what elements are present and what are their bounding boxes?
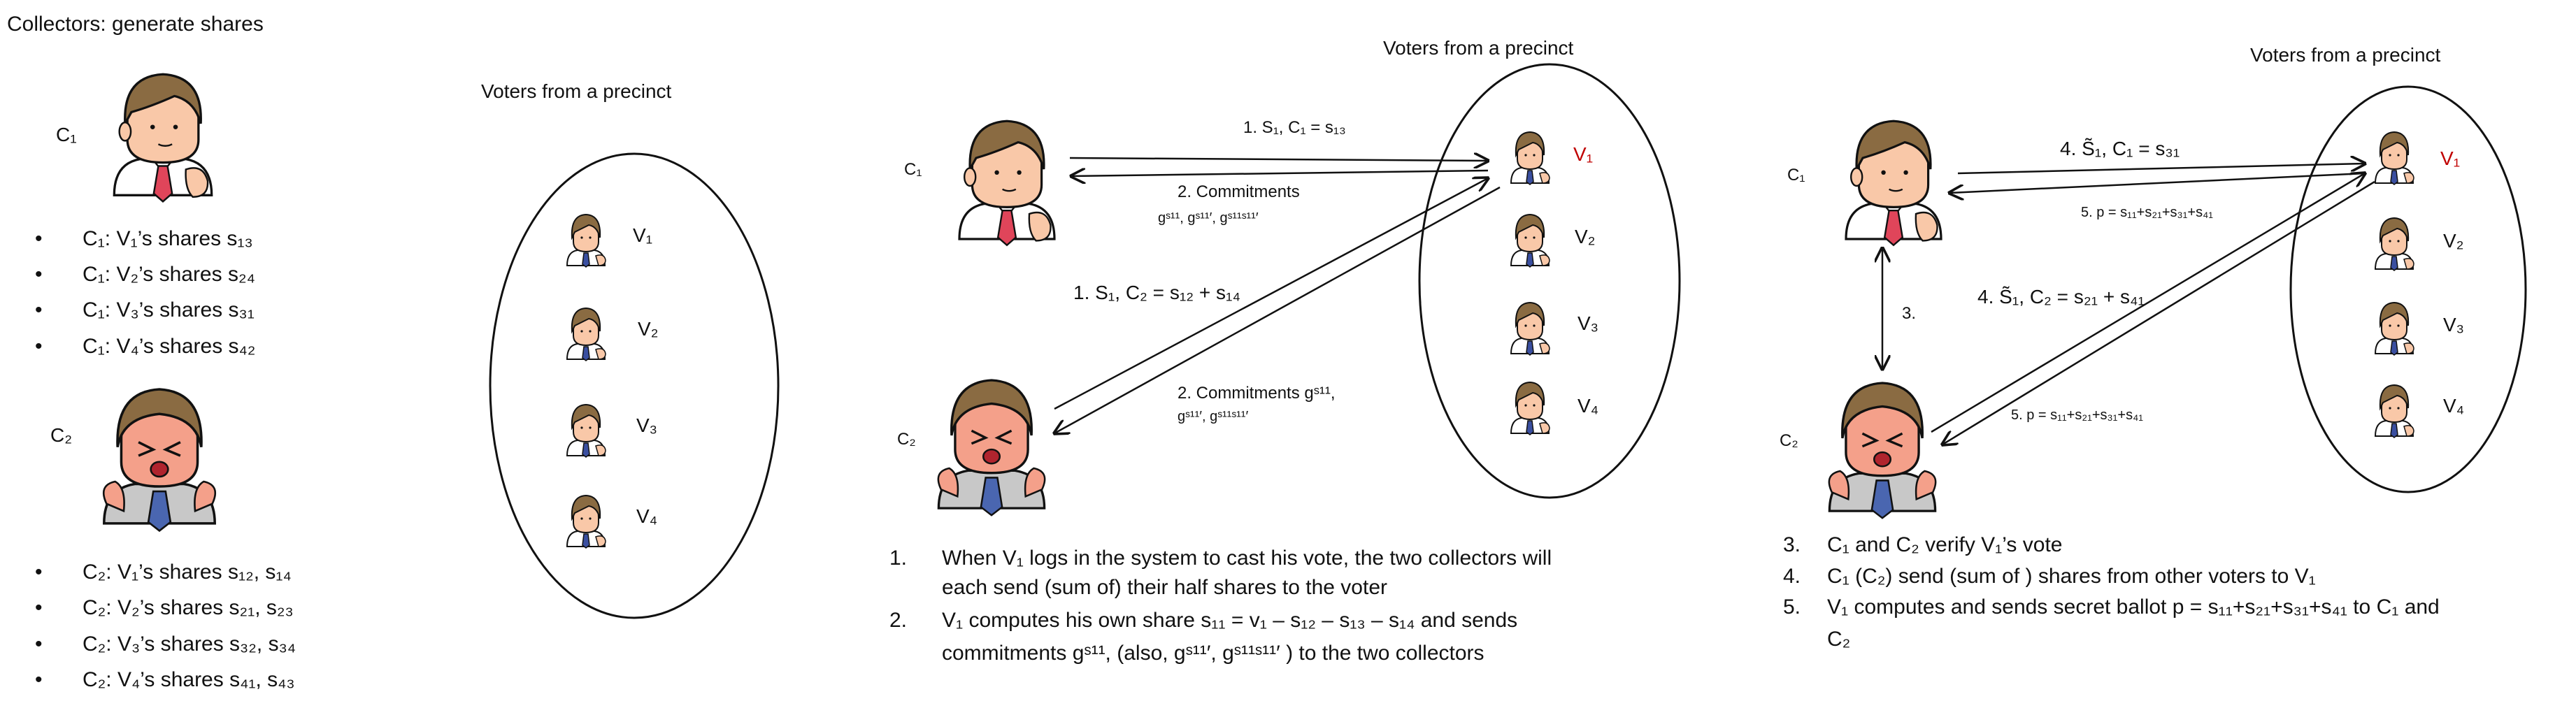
voter-v3-icon [2375,302,2414,356]
step-1-line-1: When V₁ logs in the system to cast his v… [942,547,1552,570]
step-2-line-2: commitments gˢ¹¹, (also, gˢ¹¹′, gˢ¹¹ˢ¹¹′… [942,642,1484,665]
c1-share-v4: C₁: V₄’s shares s₄₂ [83,335,255,358]
panel-2-voters-title: Voters from a precinct [1383,37,1574,59]
c1-share-v3: C₁: V₃’s shares s₃₁ [83,298,255,321]
arrow-commitments-c2-l1: 2. Commitments gˢ¹¹, [1178,384,1336,403]
voter-v3-label: V₃ [1577,312,1598,334]
svg-text:•: • [35,227,43,250]
voter-v1-icon [2375,131,2414,185]
c2-shares-list: • • • • C₂: V₁’s shares s₁₂, s₁₄ C₂: V₂’… [35,561,296,691]
panel-1-title: Collectors: generate shares [7,13,264,36]
arrow-v1-to-c2 [1942,180,2375,445]
c2-label: C₂ [50,424,72,446]
c2-share-v1: C₂: V₁’s shares s₁₂, s₁₄ [83,561,292,584]
panel-3-verification-and-ballot: Voters from a precinct V₁ V₂ V₃ V₄ C₁ C₂… [1780,44,2527,651]
arrow-c2-shares: 4. S̃₁, C₂ = s₂₁ + s₄₁ [1977,286,2145,308]
voter-v4-label: V₄ [1577,395,1598,417]
svg-text:•: • [35,263,43,286]
svg-text:•: • [35,561,43,584]
voter-v4-icon [2375,384,2414,438]
voter-v3-icon [1510,302,1550,356]
c1-share-v1: C₁: V₁’s shares s₁₃ [83,227,253,250]
voter-v1-icon [1510,131,1550,185]
arrow-v1-to-c1 [1949,172,2366,193]
voter-precinct-ellipse [1418,63,1681,499]
step-4-line-1: C₁ (C₂) send (sum of ) shares from other… [1827,565,2316,588]
c1-label: C₁ [904,160,922,179]
collector-c2-icon [937,379,1046,516]
step-3-number: 3. [1783,533,1801,556]
voter-precinct-ellipse [2289,85,2527,493]
voter-v1-label: V₁ [1573,143,1593,165]
arrow-c1-ballot: 5. p = s₁₁+s₂₁+s₃₁+s₄₁ [2081,205,2213,220]
panel-3-steps: 3. C₁ and C₂ verify V₁’s vote 4. C₁ (C₂)… [1783,533,2440,651]
svg-text:•: • [35,335,43,358]
arrow-c2-ballot: 5. p = s₁₁+s₂₁+s₃₁+s₄₁ [2011,407,2143,423]
collector-c1-icon [1845,120,1942,247]
voter-precinct-ellipse [489,152,780,619]
voter-v3-label: V₃ [636,414,657,436]
arrow-commitments-c1-l1: 2. Commitments [1178,182,1300,201]
arrow-share-s1c2: 1. S₁, C₂ = s₁₂ + s₁₄ [1073,282,1240,303]
collector-c2-icon [102,388,217,533]
c2-label: C₂ [1780,431,1798,450]
voter-v4-icon [566,495,606,549]
arrow-commitments-c1-l2: gˢ¹¹, gˢ¹¹′, gˢ¹¹ˢ¹¹′ [1158,210,1259,226]
voter-v2-icon [566,308,606,361]
step-1-line-2: each send (sum of) their half shares to … [942,576,1387,599]
c1-label: C₁ [1787,166,1805,185]
voter-v4-label: V₄ [2443,395,2464,417]
collector-c1-icon [958,120,1056,247]
voter-v2-label: V₂ [1575,226,1596,247]
voter-v1-label: V₁ [2440,147,2460,169]
voter-v2-label: V₂ [638,318,659,340]
voter-v1-label: V₁ [633,224,652,246]
panel-1-voters-title: Voters from a precinct [481,80,672,102]
collector-c2-icon [1828,382,1937,519]
arrow-c1-shares: 4. S̃₁, C₁ = s₃₁ [2060,138,2180,159]
voter-v4-icon [1510,382,1550,435]
arrow-c2-to-v1 [1054,178,1488,410]
c2-share-v4: C₂: V₄’s shares s₄₁, s₄₃ [83,668,295,691]
c1-share-v2: C₁: V₂’s shares s₂₄ [83,263,255,286]
voter-v1-icon [566,214,606,268]
c2-share-v3: C₂: V₃’s shares s₃₂, s₃₄ [83,633,296,656]
panel-2-share-exchange: Voters from a precinct V₁ V₂ V₃ V₄ C₁ C₂… [889,37,1681,665]
svg-text:•: • [35,668,43,691]
arrow-commitments-c2-l2: gˢ¹¹′, gˢ¹¹ˢ¹¹′ [1178,409,1248,424]
svg-text:•: • [35,633,43,656]
arrow-v1-to-c2 [1054,186,1501,433]
c1-shares-list: • • • • C₁: V₁’s shares s₁₃ C₁: V₂’s sha… [35,227,255,358]
step-2-number: 2. [889,609,907,632]
voter-v2-label: V₂ [2443,230,2464,252]
step-5-number: 5. [1783,595,1801,619]
c2-label: C₂ [897,430,916,449]
voter-v4-label: V₄ [636,505,657,527]
step-1-number: 1. [889,547,907,570]
panel-1-collectors-generate-shares: Collectors: generate shares C₁ • • • • C… [7,13,780,691]
c1-label: C₁ [56,124,77,145]
collector-c1-icon [113,73,213,203]
svg-text:•: • [35,596,43,619]
panel-2-steps: 1. When V₁ logs in the system to cast hi… [889,547,1552,665]
voter-v3-icon [566,404,606,458]
step-4-number: 4. [1783,565,1801,588]
voter-v2-icon [2375,217,2414,271]
step-3-line-1: C₁ and C₂ verify V₁’s vote [1827,533,2062,556]
step-5-line-2: C₂ [1827,628,1850,651]
voter-v3-label: V₃ [2443,314,2464,335]
arrow-share-s1c1: 1. S₁, C₁ = s₁₃ [1243,118,1346,137]
panel-3-voters-title: Voters from a precinct [2250,44,2441,66]
arrow-c1-to-v1 [1957,164,2365,175]
voter-v2-icon [1510,214,1550,268]
svg-text:•: • [35,298,43,321]
arrow-v1-to-c1 [1071,171,1489,176]
c2-share-v2: C₂: V₂’s shares s₂₁, s₂₃ [83,596,294,619]
arrow-c1-to-v1 [1069,158,1488,161]
step-2-line-1: V₁ computes his own share s₁₁ = v₁ – s₁₂… [942,609,1517,632]
verify-label: 3. [1902,304,1916,323]
step-5-line-1: V₁ computes and sends secret ballot p = … [1827,595,2440,619]
arrow-c2-to-v1 [1931,173,2365,433]
